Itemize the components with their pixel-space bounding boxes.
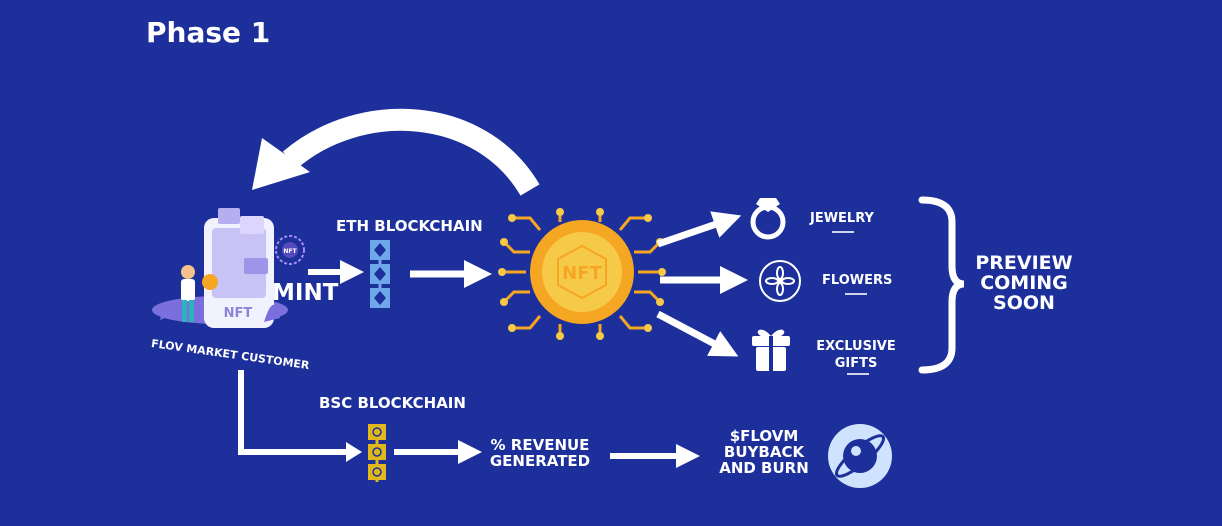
flowers-label: FLOWERS (822, 273, 893, 288)
gifts-label-line1: EXCLUSIVE (816, 339, 896, 354)
customer-to-bsc-arrowhead (346, 442, 362, 462)
gifts-underline (847, 373, 869, 375)
revenue-label: % REVENUE GENERATED (478, 436, 602, 470)
preview-line3: SOON (993, 291, 1055, 314)
flovm-line2: BUYBACK (723, 442, 805, 461)
return-arc-arrow (252, 108, 540, 196)
jewelry-label: JEWELRY (810, 211, 874, 226)
jewelry-underline (832, 231, 854, 233)
eth-chain-icon (370, 240, 390, 308)
chip-nft-label: NFT (562, 263, 602, 284)
nft-chip-icon (504, 214, 660, 334)
flowers-underline (845, 293, 867, 295)
flovm-line3: AND BURN (719, 458, 809, 477)
page-title: Phase 1 (146, 16, 271, 49)
arrow-to-gifts (656, 310, 739, 357)
planet-icon (828, 424, 892, 488)
arrow-to-jewelry (656, 211, 742, 248)
revenue-line2: GENERATED (489, 451, 591, 470)
eth-blockchain-label: ETH BLOCKCHAIN (336, 217, 483, 235)
bsc-chain-icon (368, 424, 386, 482)
preview-line2: COMING (980, 271, 1068, 294)
gifts-label-line2: GIFTS (834, 355, 878, 371)
preview-line1: PREVIEW (975, 252, 1073, 274)
customer-to-bsc-line (238, 370, 350, 455)
customer-illustration (152, 208, 305, 328)
flovm-line1: $FLOVM (729, 427, 799, 445)
small-nft-badge: NFT (283, 248, 297, 255)
revenue-line1: % REVENUE (490, 436, 590, 454)
preview-coming-soon: PREVIEW COMING SOON (966, 252, 1082, 314)
nft-chip-pins (498, 208, 666, 340)
buyback-label: $FLOVM BUYBACK AND BURN (708, 427, 820, 477)
gifts-label: EXCLUSIVE GIFTS (812, 340, 900, 370)
flower-icon (759, 260, 801, 302)
ring-icon (750, 198, 786, 240)
bsc-blockchain-label: BSC BLOCKCHAIN (319, 394, 466, 412)
nft-hexagon (557, 244, 607, 300)
gift-icon (752, 329, 790, 371)
preview-bracket (918, 196, 965, 374)
mint-label: MINT (272, 280, 339, 306)
phone-nft-label: NFT (224, 306, 253, 321)
nft-chip-inner (542, 232, 622, 312)
